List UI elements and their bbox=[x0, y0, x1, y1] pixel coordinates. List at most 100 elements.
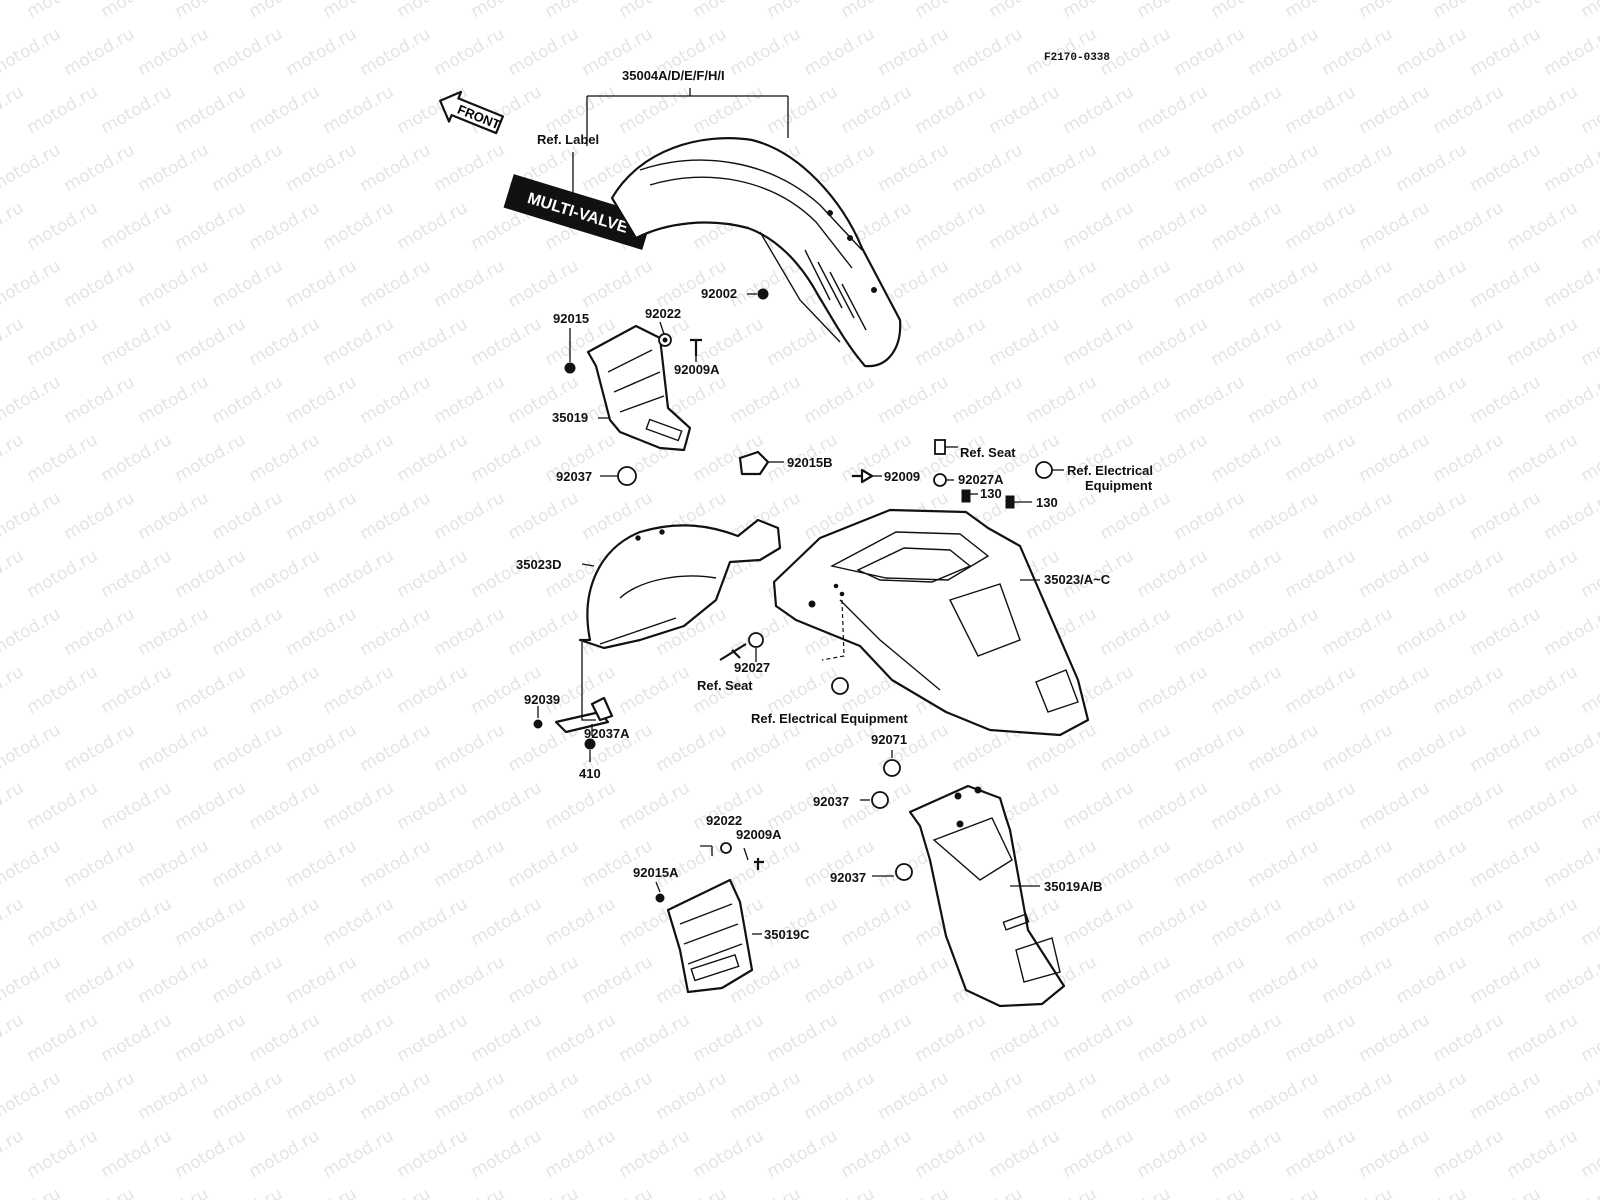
watermark-text: motod.ru bbox=[912, 82, 990, 138]
watermark-text: motod.ru bbox=[1134, 0, 1212, 22]
watermark-text: motod.ru bbox=[1504, 430, 1582, 486]
watermark-text: motod.ru bbox=[283, 952, 361, 1008]
watermark-text: motod.ru bbox=[1541, 1068, 1600, 1124]
watermark-text: motod.ru bbox=[283, 1184, 361, 1200]
watermark-text: motod.ru bbox=[320, 894, 398, 950]
watermark-text: motod.ru bbox=[0, 894, 27, 950]
watermark-text: motod.ru bbox=[1541, 604, 1600, 660]
watermark-text: motod.ru bbox=[0, 140, 64, 196]
watermark-text: motod.ru bbox=[1060, 894, 1138, 950]
watermark-text: motod.ru bbox=[1578, 1010, 1600, 1066]
watermark-text: motod.ru bbox=[1134, 1126, 1212, 1182]
watermark-text: motod.ru bbox=[320, 1126, 398, 1182]
watermark-text: motod.ru bbox=[98, 430, 176, 486]
watermark-text: motod.ru bbox=[320, 1010, 398, 1066]
callout-92037-a: 92037 bbox=[556, 469, 593, 484]
watermark-text: motod.ru bbox=[1578, 430, 1600, 486]
watermark-text: motod.ru bbox=[1393, 24, 1471, 80]
watermark-text: motod.ru bbox=[246, 198, 324, 254]
watermark-text: motod.ru bbox=[1171, 140, 1249, 196]
watermark-text: motod.ru bbox=[172, 430, 250, 486]
watermark-text: motod.ru bbox=[0, 1010, 27, 1066]
watermark-text: motod.ru bbox=[209, 24, 287, 80]
watermark-text: motod.ru bbox=[0, 24, 64, 80]
watermark-text: motod.ru bbox=[1430, 778, 1508, 834]
watermark-text: motod.ru bbox=[727, 256, 805, 312]
watermark-text: motod.ru bbox=[1504, 546, 1582, 602]
watermark-text: motod.ru bbox=[24, 0, 102, 22]
clamp-92015B-icon bbox=[738, 450, 770, 476]
watermark-text: motod.ru bbox=[1319, 24, 1397, 80]
watermark-text: motod.ru bbox=[1430, 430, 1508, 486]
clamp-92037-c-icon bbox=[895, 863, 913, 881]
watermark-text: motod.ru bbox=[653, 256, 731, 312]
watermark-text: motod.ru bbox=[283, 256, 361, 312]
clamp-ref-elec-bottom-icon bbox=[831, 677, 849, 695]
watermark-text: motod.ru bbox=[0, 430, 27, 486]
watermark-text: motod.ru bbox=[875, 1068, 953, 1124]
watermark-text: motod.ru bbox=[764, 314, 842, 370]
callout-92009: 92009 bbox=[884, 469, 921, 484]
watermark-text: motod.ru bbox=[135, 836, 213, 892]
watermark-text: motod.ru bbox=[320, 198, 398, 254]
hardware-layer bbox=[533, 288, 1053, 903]
watermark-text: motod.ru bbox=[209, 256, 287, 312]
callout-410: 410 bbox=[579, 766, 601, 781]
watermark-text: motod.ru bbox=[1171, 952, 1249, 1008]
watermark-text: motod.ru bbox=[1430, 82, 1508, 138]
watermark-text: motod.ru bbox=[1541, 140, 1600, 196]
bracket-92037A bbox=[554, 696, 614, 734]
watermark-text: motod.ru bbox=[579, 256, 657, 312]
watermark-text: motod.ru bbox=[1097, 372, 1175, 428]
bolt-ref-seat-bottom-icon bbox=[719, 643, 747, 661]
watermark-text: motod.ru bbox=[1578, 662, 1600, 718]
bolt-92009A-bottom-icon bbox=[754, 858, 764, 870]
watermark-text: motod.ru bbox=[1319, 488, 1397, 544]
watermark-text: motod.ru bbox=[283, 488, 361, 544]
watermark-text: motod.ru bbox=[431, 836, 509, 892]
watermark-text: motod.ru bbox=[1282, 198, 1360, 254]
nut-92015-icon bbox=[564, 362, 576, 374]
watermark-text: motod.ru bbox=[394, 314, 472, 370]
watermark-text: motod.ru bbox=[172, 778, 250, 834]
callout-35019AB: 35019A/B bbox=[1044, 879, 1103, 894]
callout-92015: 92015 bbox=[553, 311, 590, 326]
watermark-text: motod.ru bbox=[468, 778, 546, 834]
watermark-text: motod.ru bbox=[653, 720, 731, 776]
watermark-text: motod.ru bbox=[0, 372, 64, 428]
watermark-text: motod.ru bbox=[616, 1010, 694, 1066]
mud-flap-35019 bbox=[586, 324, 692, 452]
watermark-text: motod.ru bbox=[1430, 0, 1508, 22]
watermark-text: motod.ru bbox=[1245, 488, 1323, 544]
nut-92002-icon bbox=[757, 288, 769, 300]
watermark-text: motod.ru bbox=[727, 1068, 805, 1124]
watermark-text: motod.ru bbox=[1356, 1126, 1434, 1182]
watermark-text: motod.ru bbox=[61, 372, 139, 428]
watermark-text: motod.ru bbox=[0, 604, 64, 660]
nut-410-icon bbox=[584, 738, 596, 750]
watermark-text: motod.ru bbox=[1134, 82, 1212, 138]
watermark-text: motod.ru bbox=[1430, 546, 1508, 602]
watermark-text: motod.ru bbox=[135, 604, 213, 660]
watermark-text: motod.ru bbox=[1060, 1010, 1138, 1066]
watermark-text: motod.ru bbox=[875, 140, 953, 196]
watermark-text: motod.ru bbox=[949, 1184, 1027, 1200]
watermark-text: motod.ru bbox=[468, 314, 546, 370]
bolt-92039-icon bbox=[533, 719, 543, 729]
watermark-text: motod.ru bbox=[542, 1010, 620, 1066]
watermark-text: motod.ru bbox=[764, 1010, 842, 1066]
watermark-text: motod.ru bbox=[1319, 1184, 1397, 1200]
watermark-text: motod.ru bbox=[1430, 662, 1508, 718]
bolt-92009-icon bbox=[852, 468, 874, 484]
watermark-text: motod.ru bbox=[616, 82, 694, 138]
watermark-text: motod.ru bbox=[98, 314, 176, 370]
watermark-text: motod.ru bbox=[394, 430, 472, 486]
watermark-text: motod.ru bbox=[246, 430, 324, 486]
watermark-text: motod.ru bbox=[616, 662, 694, 718]
watermark-text: motod.ru bbox=[1282, 430, 1360, 486]
watermark-text: motod.ru bbox=[1467, 604, 1545, 660]
watermark-text: motod.ru bbox=[1060, 1126, 1138, 1182]
watermark-text: motod.ru bbox=[1504, 82, 1582, 138]
watermark-text: motod.ru bbox=[1208, 314, 1286, 370]
watermark-text: motod.ru bbox=[505, 952, 583, 1008]
